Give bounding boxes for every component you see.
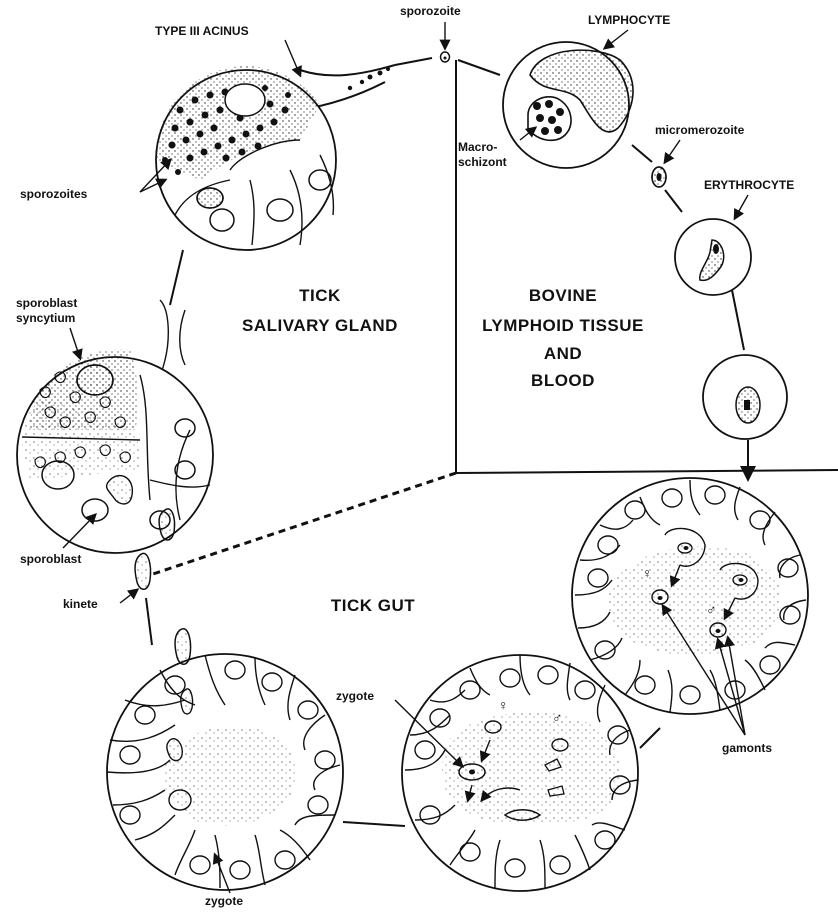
micromerozoite-label: micromerozoite xyxy=(655,123,745,137)
zygote-label-bottom: zygote xyxy=(205,894,243,908)
female-symbol-middle: ♀ xyxy=(498,697,509,713)
bovine-line-1: BOVINE xyxy=(529,286,597,305)
tick-salivary-gland-line-1: TICK xyxy=(299,286,341,305)
kinete-label: kinete xyxy=(63,597,98,611)
bovine-line-2: LYMPHOID TISSUE xyxy=(482,316,644,335)
erythrocyte-2 xyxy=(703,355,787,439)
gamonts-label: gamonts xyxy=(722,741,772,755)
bovine-line-4: BLOOD xyxy=(531,371,595,390)
gut-circle-middle xyxy=(395,655,638,891)
erythrocyte-1 xyxy=(675,195,751,295)
macroschizont-label-1: Macro- xyxy=(458,140,497,154)
bovine-line-3: AND xyxy=(544,344,582,363)
micromerozoite-cell xyxy=(652,140,680,187)
type3-acinus xyxy=(156,65,395,250)
gut-circle-left xyxy=(107,629,343,893)
tick-salivary-gland-line-2: SALIVARY GLAND xyxy=(242,316,398,335)
sporoblast-syncytium-label-1: sporoblast xyxy=(16,296,77,310)
lymphocyte-label: LYMPHOCYTE xyxy=(588,13,670,27)
sporoblast-label: sporoblast xyxy=(20,552,81,566)
type3-acinus-label: TYPE III ACINUS xyxy=(155,24,249,38)
male-symbol-right: ♂ xyxy=(706,601,717,617)
sporoblast-syncytium-label-2: syncytium xyxy=(16,311,75,325)
horizontal-divider xyxy=(456,470,838,473)
sporozoite-cell xyxy=(441,22,450,62)
lymphocyte-cell xyxy=(503,30,633,168)
zygote-label-middle: zygote xyxy=(336,689,374,703)
male-symbol-middle: ♂ xyxy=(552,709,563,725)
tick-gut-label: TICK GUT xyxy=(331,596,415,615)
macroschizont-label-2: schizont xyxy=(458,155,507,169)
sporozoite-label: sporozoite xyxy=(400,4,461,18)
female-symbol-right: ♀ xyxy=(642,565,653,581)
erythrocyte-label: ERYTHROCYTE xyxy=(704,178,794,192)
sporozoites-label: sporozoites xyxy=(20,187,88,201)
